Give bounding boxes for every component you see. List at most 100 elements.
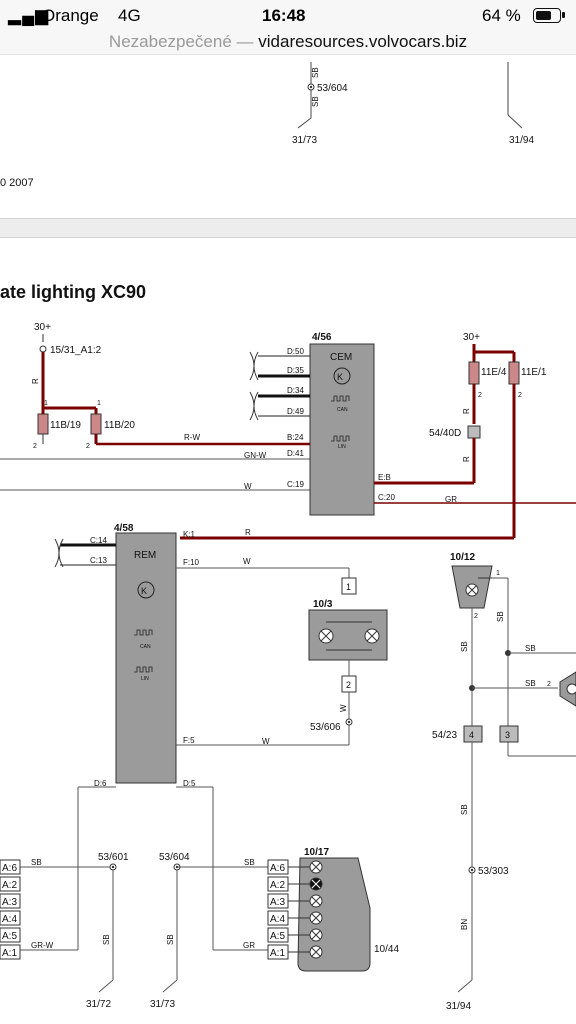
lamp-10-17-label: 10/17 [304, 847, 329, 858]
rem-pin: C:14 [90, 536, 107, 545]
wire-sb: SB [460, 641, 469, 652]
rem-pin: C:13 [90, 556, 107, 565]
connector-pin-box [0, 893, 21, 909]
cem-pin: D:34 [287, 386, 304, 395]
connector-pin-box [0, 876, 21, 892]
transistor-icon [333, 367, 351, 385]
prev-ground-1: 31/73 [292, 135, 317, 146]
connector-pin-box [0, 910, 21, 926]
wire-sb: SB [244, 858, 255, 867]
connector-pin-label: A:5 [270, 931, 285, 942]
connector-pin-label: A:2 [2, 880, 17, 891]
svg-text:2: 2 [474, 613, 478, 620]
url-separator: — [236, 32, 254, 51]
svg-text:1: 1 [496, 570, 500, 577]
lamp-cross [311, 896, 321, 906]
pin-number: 4 [469, 730, 474, 740]
power-left-label: 30+ [34, 322, 51, 333]
lamp-cross [311, 879, 321, 889]
svg-text:2: 2 [33, 443, 37, 450]
fuse-11e1-label: 11E/1 [521, 367, 547, 378]
wire-r-conn: R [462, 456, 471, 462]
connector-pin-label: A:3 [270, 897, 285, 908]
left-power-feed: 30+ 15/31_A1:2 R 1 1 11B/19 2 11B/20 2 R… [0, 322, 310, 491]
diagram-title: ate lighting XC90 [0, 282, 146, 302]
fuse-11b19 [37, 413, 49, 435]
wire-sb: SB [102, 934, 111, 945]
svg-text:K: K [141, 586, 147, 596]
rem-can-label: CAN [140, 644, 151, 650]
url-host[interactable]: vidaresources.volvocars.biz [258, 32, 468, 51]
wire-grw: GR-W [31, 941, 54, 950]
prev-ground-2: 31/94 [509, 135, 534, 146]
cem-pin: D:35 [287, 366, 304, 375]
wire-gnw: GN-W [244, 451, 267, 460]
cem-module: 4/56 CEM K CAN LIN D:50 D:35 D:34 D:49 B… [249, 332, 395, 516]
wire-rw: R-W [184, 433, 200, 442]
svg-text:1: 1 [44, 400, 48, 407]
connector-54-23-label: 54/23 [432, 730, 457, 741]
lamp-10-17: 10/17 A:6A:2A:3A:4A:5A:1 10/44 [267, 847, 399, 972]
connector-54-40d-label: 54/40D [429, 428, 461, 439]
cem-id: 4/56 [312, 332, 332, 343]
prev-wire-sb-1: SB [311, 67, 320, 78]
wire-w-lamp: W [339, 704, 348, 712]
splice-53-303: 53/303 [478, 866, 509, 877]
wire-w-f10: W [243, 557, 251, 566]
previous-page-fragment: 53/604 SB SB 31/73 31/94 0 2007 [0, 62, 534, 189]
cem-pin: D:49 [287, 407, 304, 416]
connector-pin-label: A:6 [270, 863, 285, 874]
wire-sb: SB [525, 644, 536, 653]
rem-pin: F:5 [183, 736, 195, 745]
address-bar[interactable]: Nezabezpečené — vidaresources.volvocars.… [0, 30, 576, 55]
connector-54-23 [463, 725, 483, 743]
rem-pin: F:10 [183, 558, 200, 567]
wire-gr-cem: GR [445, 495, 457, 504]
connector-block-left: A:6A:2A:3A:4A:5A:1 SB GR-W 53/601 SB 31/… [0, 786, 268, 1010]
connector-pin-box [0, 927, 21, 943]
connector-pin-label: A:4 [270, 914, 285, 925]
prev-year-fragment: 0 2007 [0, 177, 34, 189]
clock: 16:48 [262, 6, 306, 25]
pin-number: 2 [547, 681, 551, 688]
lamp-10-44-label: 10/44 [374, 944, 399, 955]
wire-sb: SB [166, 934, 175, 945]
cem-pin: C:19 [287, 480, 304, 489]
splice-53-604: 53/604 [159, 852, 190, 863]
ground-31-72: 31/72 [86, 999, 111, 1010]
power-right-label: 30+ [463, 332, 480, 343]
connector-pin-label: A:2 [270, 880, 285, 891]
rem-name: REM [134, 550, 156, 561]
wire-sb: SB [525, 679, 536, 688]
cem-pin: C:20 [378, 493, 395, 502]
network-type: 4G [118, 6, 141, 25]
fuse-11b20-label: 11B/20 [104, 420, 135, 431]
carrier: Orange [42, 6, 99, 25]
splice-53-606: 53/606 [310, 722, 341, 733]
right-power-feed: 30+ 11E/4 11E/1 2 2 R 54/40D R GR R [180, 332, 576, 540]
svg-text:1: 1 [97, 400, 101, 407]
battery-percent: 64 % [482, 6, 521, 25]
wire-r-left: R [31, 378, 40, 384]
connector-pin-label: A:3 [2, 897, 17, 908]
fuse-11e4 [468, 361, 480, 385]
wire-bn: BN [460, 919, 469, 930]
connector-pin-label: A:5 [2, 931, 17, 942]
fuse-11e4-label: 11E/4 [481, 367, 507, 378]
cem-pin: D:50 [287, 347, 304, 356]
pin-number: 1 [346, 582, 351, 592]
pin-number: 3 [505, 730, 510, 740]
battery-icon [533, 8, 565, 23]
svg-text:2: 2 [86, 443, 90, 450]
connector-pin-label: A:6 [2, 863, 17, 874]
splice-53-601: 53/601 [98, 852, 129, 863]
wire-w-cem: W [244, 482, 252, 491]
fuse-11b19-label: 11B/19 [50, 420, 81, 431]
fuse-11b20 [90, 413, 102, 435]
wire-sb: SB [460, 804, 469, 815]
cem-can-label: CAN [337, 407, 348, 413]
rem-lin-label: LIN [141, 676, 149, 682]
rem-id: 4/58 [114, 523, 134, 534]
rem-module: 4/58 REM K CAN LIN C:14 C:13 K:1 F:10 F:… [54, 523, 200, 788]
wire-r-rem: R [245, 528, 251, 537]
